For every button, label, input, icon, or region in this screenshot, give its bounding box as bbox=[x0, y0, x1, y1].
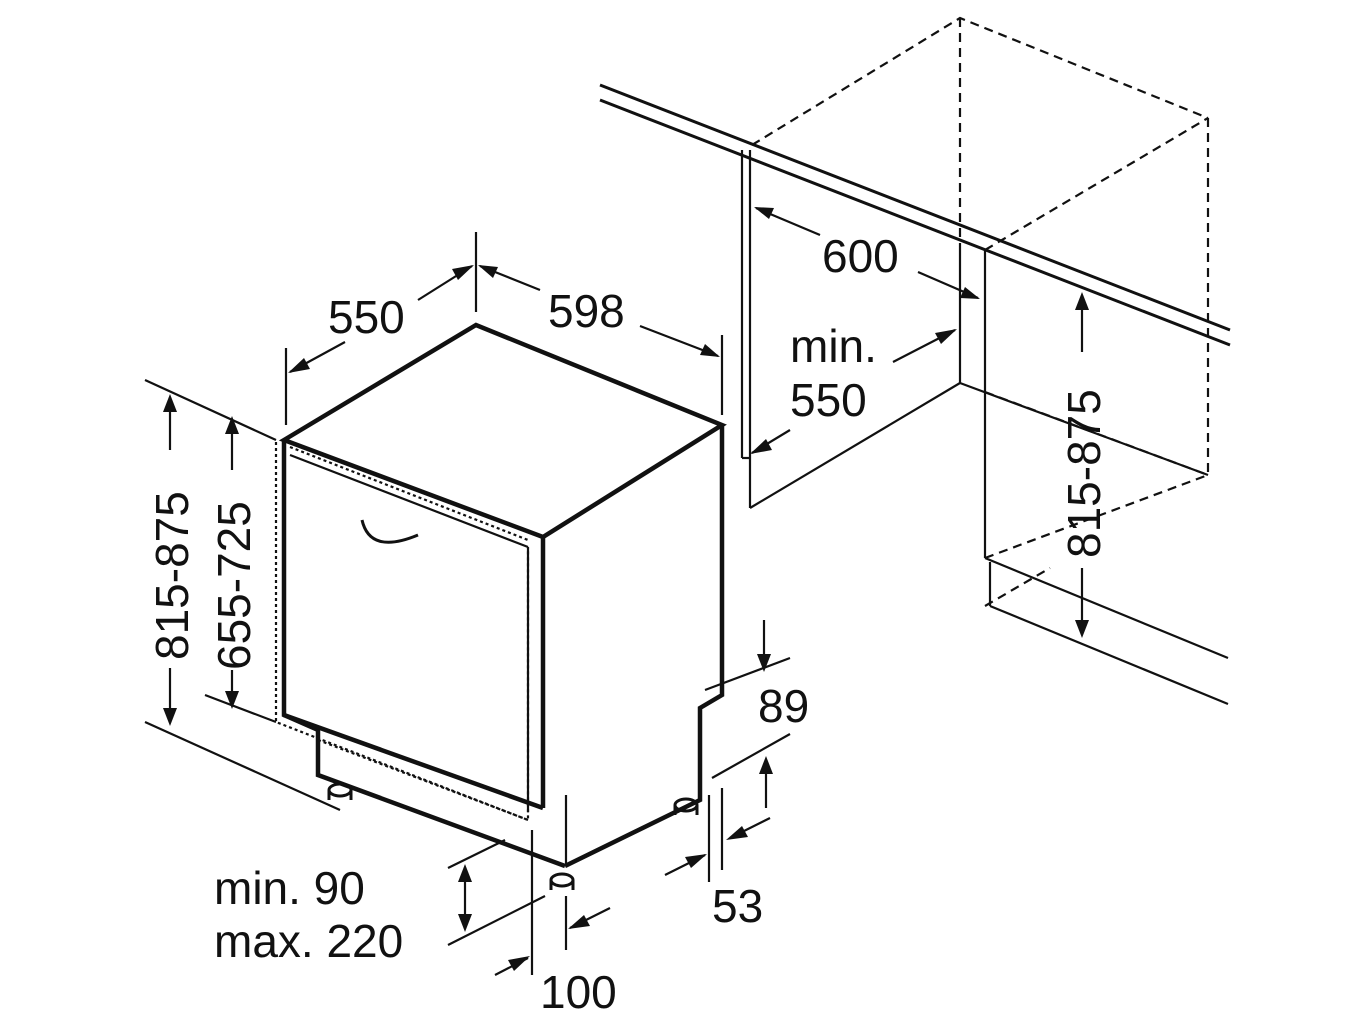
label-plinth-top: 89 bbox=[758, 680, 809, 732]
door-top-inner bbox=[289, 453, 529, 549]
floor-line-lower bbox=[989, 604, 1229, 706]
label-height-left: 815-875 bbox=[146, 491, 198, 660]
dimension-lines bbox=[144, 206, 1089, 976]
niche-floor-back-dashed bbox=[984, 390, 1209, 477]
dishwasher-front-outline bbox=[281, 440, 566, 869]
label-width: 598 bbox=[548, 285, 625, 337]
furniture-top-dotted bbox=[289, 445, 529, 542]
label-foot-offset: 100 bbox=[540, 966, 617, 1018]
dimension-labels: 550 598 600 min. 550 815-875 655-725 815… bbox=[146, 230, 1110, 1018]
niche-floor-front-dashed bbox=[984, 473, 1209, 560]
dishwasher bbox=[274, 322, 727, 890]
label-niche-width: 600 bbox=[822, 230, 899, 282]
label-plinth-min: min. 90 bbox=[214, 862, 365, 914]
label-plinth-bottom: 53 bbox=[712, 880, 763, 932]
niche-cabinet bbox=[599, 16, 1231, 706]
foot-front-left bbox=[327, 782, 353, 798]
furniture-front-dotted bbox=[274, 442, 530, 822]
niche-top-dashed bbox=[751, 16, 1209, 146]
door-handle bbox=[360, 519, 419, 544]
label-depth: 550 bbox=[328, 291, 405, 343]
floor-line-upper bbox=[984, 556, 1229, 660]
label-plinth-max: max. 220 bbox=[214, 915, 403, 967]
countertop-bottom-edge bbox=[599, 98, 1231, 347]
niche-depth-dashed bbox=[984, 117, 1209, 251]
plinth-dotted bbox=[317, 738, 529, 822]
countertop-top-edge bbox=[599, 83, 1231, 332]
label-niche-depth-line2: 550 bbox=[790, 374, 867, 426]
label-niche-height: 815-875 bbox=[1058, 389, 1110, 558]
niche-floor-left bbox=[749, 382, 961, 509]
label-niche-depth-line1: min. bbox=[790, 320, 877, 372]
label-door-height: 655-725 bbox=[208, 501, 260, 670]
door-bottom-edge bbox=[283, 712, 544, 811]
dishwasher-right-side bbox=[564, 425, 725, 869]
foot-front-right bbox=[549, 872, 575, 888]
plinth-dashed bbox=[984, 567, 1051, 607]
dishwasher-top-face bbox=[278, 322, 727, 540]
